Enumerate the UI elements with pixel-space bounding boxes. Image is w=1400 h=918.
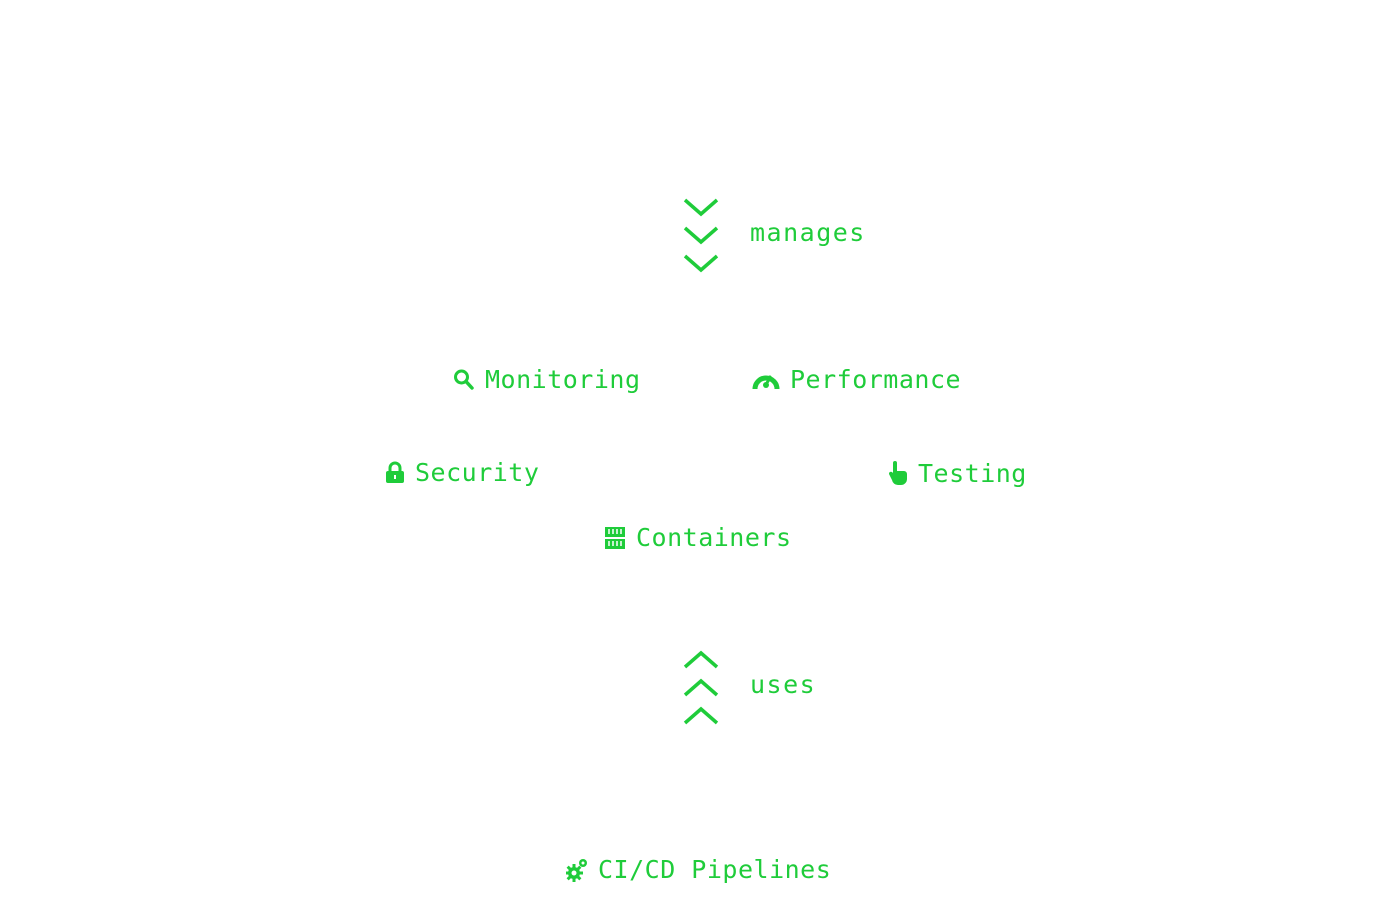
gauge-icon <box>752 368 780 392</box>
node-label: Monitoring <box>485 365 641 394</box>
edge-label-uses: uses <box>750 670 817 699</box>
node-label: CI/CD Pipelines <box>598 855 832 884</box>
node-performance: Performance <box>752 367 961 392</box>
uses-arrow <box>683 645 719 729</box>
chevron-up-icon <box>683 678 719 697</box>
node-security: Security <box>385 460 539 485</box>
edge-label-manages: manages <box>750 218 866 247</box>
node-monitoring: Monitoring <box>453 367 641 392</box>
chevron-down-icon <box>683 226 719 245</box>
lock-icon <box>385 461 405 485</box>
search-icon <box>453 368 475 392</box>
node-label: Security <box>415 458 540 487</box>
node-label: Performance <box>790 365 962 394</box>
node-containers: Containers <box>604 525 792 550</box>
chevron-up-icon <box>683 650 719 669</box>
chevron-down-icon <box>683 198 719 217</box>
server-icon <box>604 526 626 550</box>
chevron-up-icon <box>683 706 719 725</box>
node-pipelines: CI/CD Pipelines <box>566 857 831 882</box>
chevron-down-icon <box>683 254 719 273</box>
node-testing: Testing <box>888 460 1027 486</box>
manages-arrow <box>683 194 719 278</box>
node-label: Testing <box>918 458 1027 488</box>
node-label: Containers <box>636 523 792 552</box>
gears-icon <box>566 858 588 882</box>
pointer-hand-icon <box>888 460 908 486</box>
